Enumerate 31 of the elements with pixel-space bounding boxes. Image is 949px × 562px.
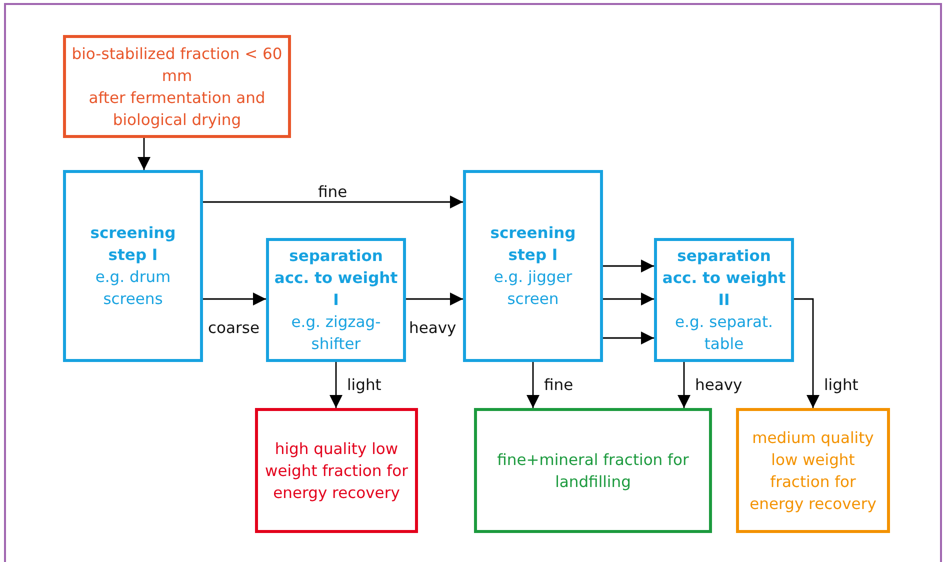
box-text: high quality low weight fraction for energy recovery	[264, 438, 409, 504]
process-box	[654, 238, 794, 362]
box-text: fine+mineral fraction for landfilling	[496, 450, 690, 492]
process-box	[255, 408, 418, 533]
arrow	[678, 362, 690, 408]
process-box	[266, 238, 406, 362]
process-box	[474, 408, 712, 533]
edge-label: light	[823, 376, 860, 394]
box-text: after fermentation and biological drying	[88, 88, 266, 130]
box-text: e.g. separat. table	[674, 312, 774, 355]
arrow	[406, 292, 463, 306]
arrow	[526, 362, 540, 408]
arrow	[203, 196, 463, 208]
edge-label: heavy	[408, 319, 458, 337]
arrow	[203, 292, 266, 306]
box-text: e.g. jigger screen	[492, 267, 574, 310]
process-box	[463, 170, 603, 362]
arrow	[794, 298, 820, 408]
arrow	[603, 260, 654, 272]
arrow	[138, 138, 150, 170]
box-text: e.g. drum screens	[94, 267, 172, 310]
box-text: e.g. zigzag-shifter	[290, 312, 382, 355]
process-box	[63, 35, 291, 138]
process-box	[736, 408, 890, 533]
edge-label: light	[346, 376, 382, 394]
box-text: medium quality low weight fraction for energy recovery	[748, 428, 878, 514]
process-box	[63, 170, 203, 362]
arrow	[330, 362, 342, 408]
edge-label: heavy	[694, 376, 744, 394]
arrow	[603, 332, 654, 344]
arrow	[603, 292, 654, 306]
